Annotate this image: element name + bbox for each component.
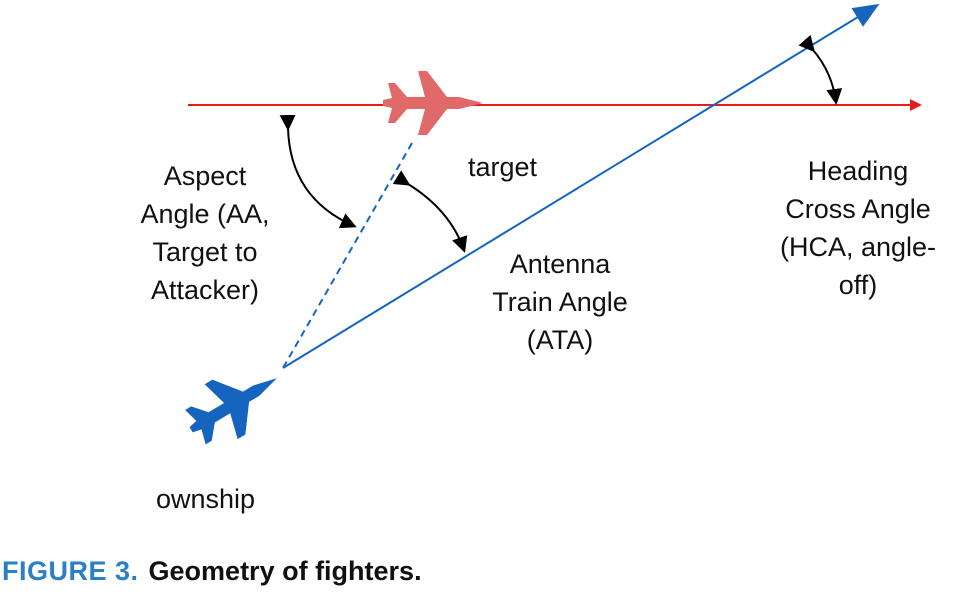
heading-cross-angle-label: Heading Cross Angle (HCA, angle- off)	[762, 152, 954, 304]
heading-cross-angle-label-line: off)	[838, 270, 878, 300]
aspect-angle-label-line: Target to	[152, 237, 258, 267]
antenna-train-angle-arc	[392, 170, 468, 253]
ownship-label: ownship	[156, 484, 256, 514]
antenna-train-angle-label-line: Train Angle	[492, 287, 628, 317]
ownship-heading-line	[282, 3, 880, 369]
heading-cross-angle-arc	[798, 34, 843, 105]
figure-number: FIGURE 3.	[2, 556, 139, 586]
aspect-angle-arc	[279, 114, 357, 229]
target-aircraft-icon	[383, 71, 483, 135]
target-label: target	[468, 152, 538, 182]
antenna-train-angle-label-line: (ATA)	[526, 325, 594, 355]
aspect-angle-label-line: Aspect	[163, 161, 247, 191]
antenna-train-angle-label-line: Antenna	[509, 249, 611, 279]
heading-cross-angle-label-line: Cross Angle	[785, 194, 931, 224]
line-of-sight	[282, 142, 413, 369]
aspect-angle-label-line: Angle (AA,	[140, 199, 270, 229]
aspect-angle-label: Aspect Angle (AA, Target to Attacker)	[120, 157, 290, 309]
antenna-train-angle-label: Antenna Train Angle (ATA)	[470, 245, 650, 359]
figure-caption: FIGURE 3. Geometry of fighters.	[2, 556, 422, 587]
figure-caption-text: Geometry of fighters.	[148, 556, 422, 586]
heading-cross-angle-label-line: Heading	[807, 156, 909, 186]
aspect-angle-label-line: Attacker)	[150, 275, 260, 305]
heading-cross-angle-label-line: (HCA, angle-	[779, 232, 937, 262]
ownship-aircraft-icon	[174, 350, 294, 458]
